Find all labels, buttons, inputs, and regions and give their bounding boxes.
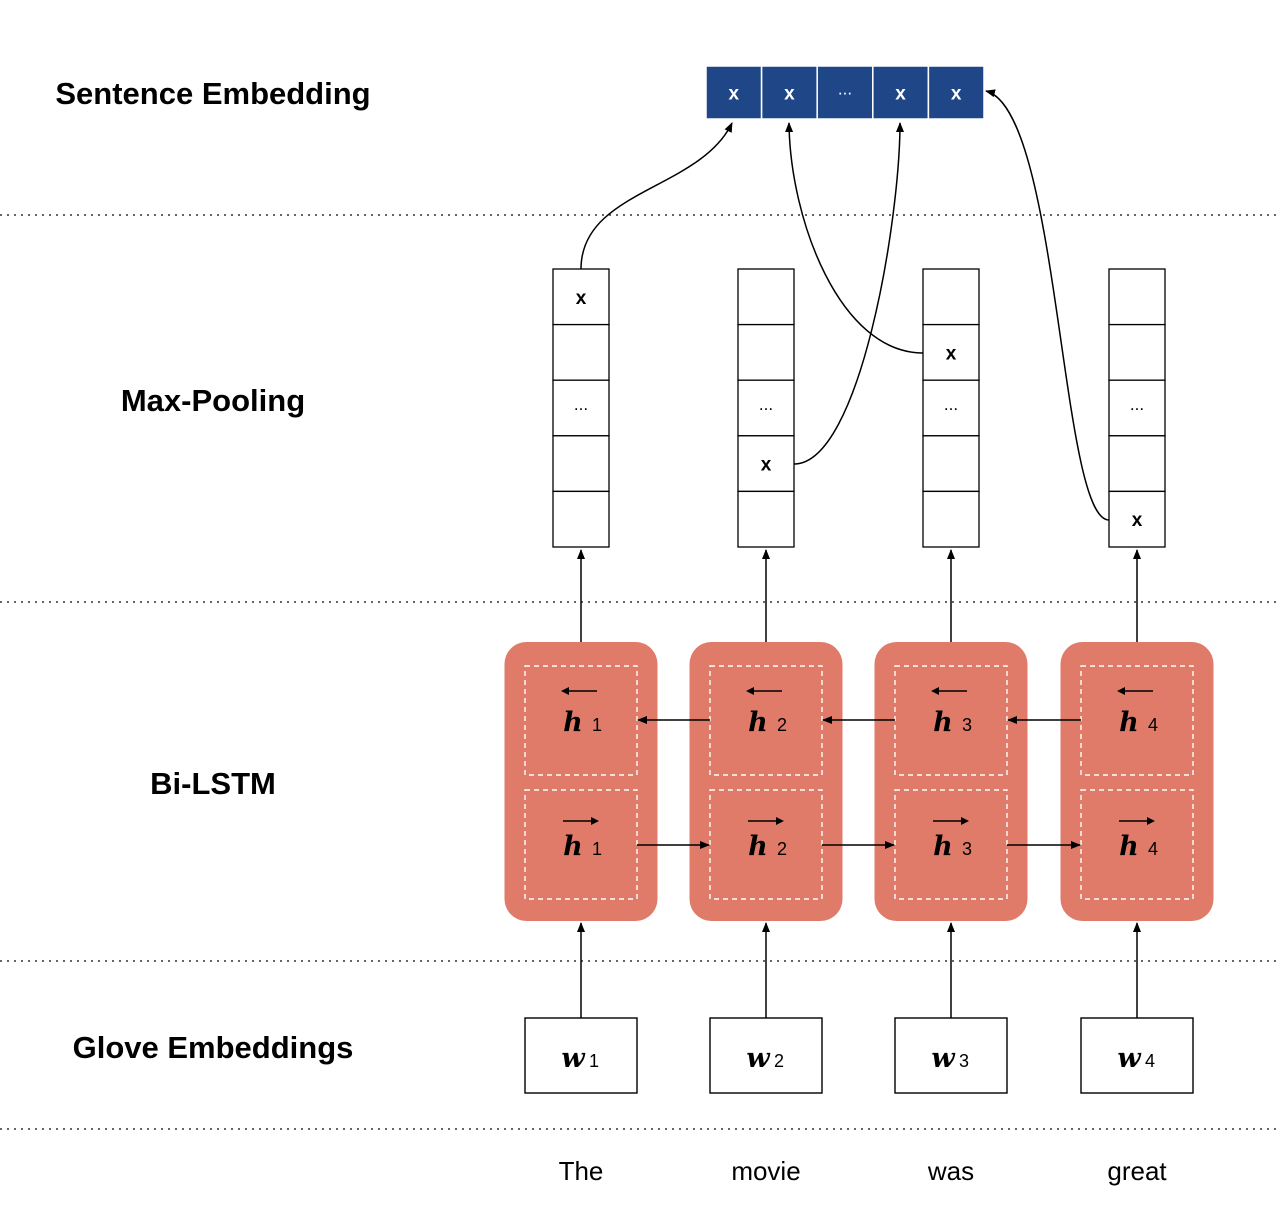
- layer-label-glove-embeddings: Glove Embeddings: [73, 1030, 354, 1065]
- forward-hidden-index: 3: [962, 839, 972, 859]
- pooling-cell: [552, 490, 610, 548]
- glove-word-index: 3: [959, 1051, 969, 1071]
- input-word: movie: [731, 1156, 800, 1186]
- input-word: The: [559, 1156, 604, 1186]
- glove-word-index: 1: [589, 1051, 599, 1071]
- lstm-cell-body: [504, 642, 658, 921]
- pooling-arrow: [785, 122, 924, 354]
- right-arrow-head-icon: [776, 817, 784, 825]
- pooling-cell: [922, 268, 980, 326]
- backward-hidden-index: 4: [1148, 715, 1158, 735]
- max-pooling-columns: x...... x x...... x: [552, 268, 1166, 642]
- glove-word-symbol: w: [746, 1043, 771, 1074]
- forward-hidden-symbol: h: [933, 831, 953, 862]
- sentence-embedding-vector: x x... x x: [705, 65, 985, 120]
- pooling-cell: [737, 323, 795, 381]
- backward-hidden-symbol: h: [748, 707, 768, 738]
- backward-hidden-symbol: h: [1119, 707, 1139, 738]
- left-arrow-head-icon: [1117, 687, 1125, 695]
- left-arrow-head-icon: [746, 687, 754, 695]
- pooling-cell-value: ...: [1130, 395, 1144, 414]
- glove-word-symbol: w: [931, 1043, 956, 1074]
- glove-word-symbol: w: [1117, 1043, 1142, 1074]
- backward-hidden-symbol: h: [563, 707, 583, 738]
- embedding-cell: [760, 65, 818, 120]
- layer-label-bi-lstm: Bi-LSTM: [150, 766, 276, 801]
- pooling-arrow: [793, 122, 904, 465]
- input-word: great: [1107, 1156, 1167, 1186]
- pooling-cell: [552, 268, 610, 326]
- pooling-cell-value: x: [761, 455, 772, 476]
- pooling-cell-value: x: [576, 288, 587, 309]
- pooling-cell: [922, 435, 980, 493]
- embedding-cell: [816, 65, 874, 120]
- right-arrow-head-icon: [1147, 817, 1155, 825]
- glove-word-index: 4: [1145, 1051, 1155, 1071]
- pooling-arrows: [580, 89, 1110, 521]
- pooling-cell: [737, 379, 795, 437]
- glove-word-symbol: w: [561, 1043, 586, 1074]
- forward-hidden-symbol: h: [1119, 831, 1139, 862]
- embedding-cell-value: x: [951, 84, 962, 105]
- lstm-cell-body: [689, 642, 843, 921]
- pooling-cell: [552, 435, 610, 493]
- layer-label-sentence-embedding: Sentence Embedding: [55, 76, 370, 111]
- forward-hidden-box: [1080, 789, 1194, 900]
- pooling-cell: [922, 379, 980, 437]
- pooling-arrow: [580, 122, 733, 270]
- pooling-cell-value: x: [1132, 510, 1143, 531]
- lstm-cell-body: [1060, 642, 1214, 921]
- forward-hidden-index: 4: [1148, 839, 1158, 859]
- glove-embedding-box: [1080, 1017, 1194, 1094]
- embedding-cell-value: ...: [838, 80, 852, 99]
- input-word: was: [927, 1156, 974, 1186]
- pooling-cell: [1108, 435, 1166, 493]
- left-arrow-head-icon: [931, 687, 939, 695]
- pooling-cell: [1108, 268, 1166, 326]
- layer-label-max-pooling: Max-Pooling: [121, 383, 305, 418]
- embedding-cell-value: x: [729, 84, 740, 105]
- glove-word-index: 2: [774, 1051, 784, 1071]
- backward-hidden-index: 3: [962, 715, 972, 735]
- pooling-cell: [737, 268, 795, 326]
- backward-hidden-index: 1: [592, 715, 602, 735]
- right-arrow-head-icon: [961, 817, 969, 825]
- lstm-cell-body: [874, 642, 1028, 921]
- embedding-cell: [705, 65, 763, 120]
- backward-hidden-index: 2: [777, 715, 787, 735]
- glove-embedding-box: [709, 1017, 823, 1094]
- pooling-cell: [1108, 490, 1166, 548]
- forward-hidden-index: 2: [777, 839, 787, 859]
- glove-embedding-box: [894, 1017, 1008, 1094]
- pooling-cell: [1108, 379, 1166, 437]
- embedding-cell-value: x: [895, 84, 906, 105]
- pooling-cell: [737, 435, 795, 493]
- pooling-cell-value: x: [946, 343, 957, 364]
- pooling-arrow: [985, 89, 1110, 521]
- embedding-cell: [927, 65, 985, 120]
- pooling-cell: [1108, 323, 1166, 381]
- forward-hidden-symbol: h: [748, 831, 768, 862]
- input-words: The movie was great: [559, 1156, 1168, 1186]
- pooling-cell: [922, 490, 980, 548]
- pooling-cell-value: ...: [574, 395, 588, 414]
- forward-hidden-symbol: h: [563, 831, 583, 862]
- forward-hidden-index: 1: [592, 839, 602, 859]
- pooling-cell-value: ...: [759, 395, 773, 414]
- left-arrow-head-icon: [561, 687, 569, 695]
- pooling-cell-value: ...: [944, 395, 958, 414]
- glove-embedding-box: [524, 1017, 638, 1094]
- pooling-cell: [552, 323, 610, 381]
- embedding-cell-value: x: [784, 84, 795, 105]
- backward-hidden-symbol: h: [933, 707, 953, 738]
- pooling-cell: [737, 490, 795, 548]
- right-arrow-head-icon: [591, 817, 599, 825]
